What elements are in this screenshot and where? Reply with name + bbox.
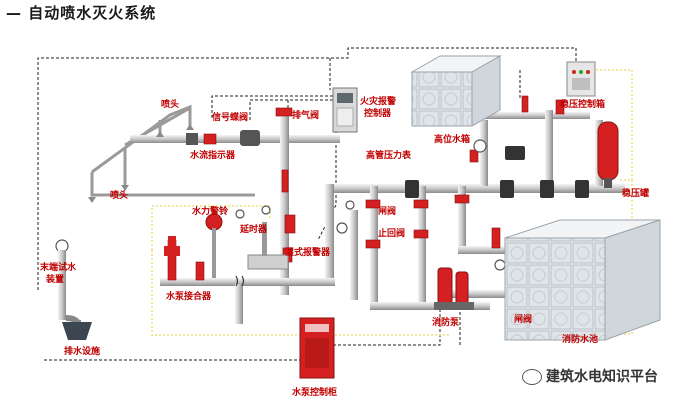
label-fire-alarm-controller-2: 控制器 xyxy=(364,107,392,119)
dark-fittings xyxy=(186,130,589,198)
label-pump-adapter: 水泵接合器 xyxy=(166,290,212,302)
label-fire-alarm-controller-1: 火灾报警 xyxy=(360,95,396,107)
high-water-tank xyxy=(410,55,502,127)
label-signal-valve: 信号蝶阀 xyxy=(212,111,248,123)
label-sprinkler-top: 喷头 xyxy=(161,98,179,110)
label-exhaust-valve: 排气阀 xyxy=(292,109,319,121)
label-check-valve: 止回阀 xyxy=(378,227,405,239)
pipe-break-marks xyxy=(235,275,245,287)
fire-alarm-controller-box xyxy=(332,87,358,133)
watermark-text: 建筑水电知识平台 xyxy=(522,366,658,386)
label-gate-valve: 闸阀 xyxy=(378,205,396,217)
label-flow-indicator: 水流指示器 xyxy=(190,149,236,161)
page-title: — 自动喷水灭火系统 xyxy=(6,4,157,22)
label-delay-device: 延时器 xyxy=(239,223,268,235)
watermark-label: 建筑水电知识平台 xyxy=(546,369,658,385)
fire-water-pool xyxy=(504,219,661,341)
drain-icon xyxy=(62,322,92,340)
label-high-tank: 高位水箱 xyxy=(434,133,470,145)
label-wet-alarm: 湿式报警器 xyxy=(285,246,331,258)
label-test-device-2: 装置 xyxy=(45,273,64,285)
wechat-icon xyxy=(522,369,542,385)
label-stabilizer-controller: 稳压控制箱 xyxy=(560,98,605,110)
sprinkler-heads xyxy=(88,124,194,203)
pressure-gauges xyxy=(55,139,506,271)
label-drain: 排水设施 xyxy=(64,345,100,357)
label-pump-cabinet: 水泵控制柜 xyxy=(292,386,337,398)
wet-alarm-valve-station xyxy=(247,222,289,270)
labels: 喷头 喷头 信号蝶阀 排气阀 火灾报警 控制器 水流指示器 高管压力表 高位水箱… xyxy=(39,95,649,398)
label-stabilizer-tank: 稳压罐 xyxy=(622,187,649,199)
label-test-device-1: 末端试水 xyxy=(39,261,77,273)
label-sprinkler-bottom: 喷头 xyxy=(110,189,128,201)
pump-control-cabinet xyxy=(299,317,335,379)
water-bell xyxy=(205,213,223,278)
label-water-bell: 水力警铃 xyxy=(192,205,229,217)
label-fire-pump: 消防泵 xyxy=(432,316,460,328)
stabilizer-control-box xyxy=(566,61,596,97)
fire-pumps xyxy=(434,267,474,310)
label-high-pressure-gauge: 高管压力表 xyxy=(366,149,412,161)
stabilizer-tank xyxy=(597,121,619,188)
pump-adapter xyxy=(164,236,180,256)
label-fire-pool: 消防水池 xyxy=(562,333,598,345)
label-gate-valve-2: 闸阀 xyxy=(514,313,532,325)
